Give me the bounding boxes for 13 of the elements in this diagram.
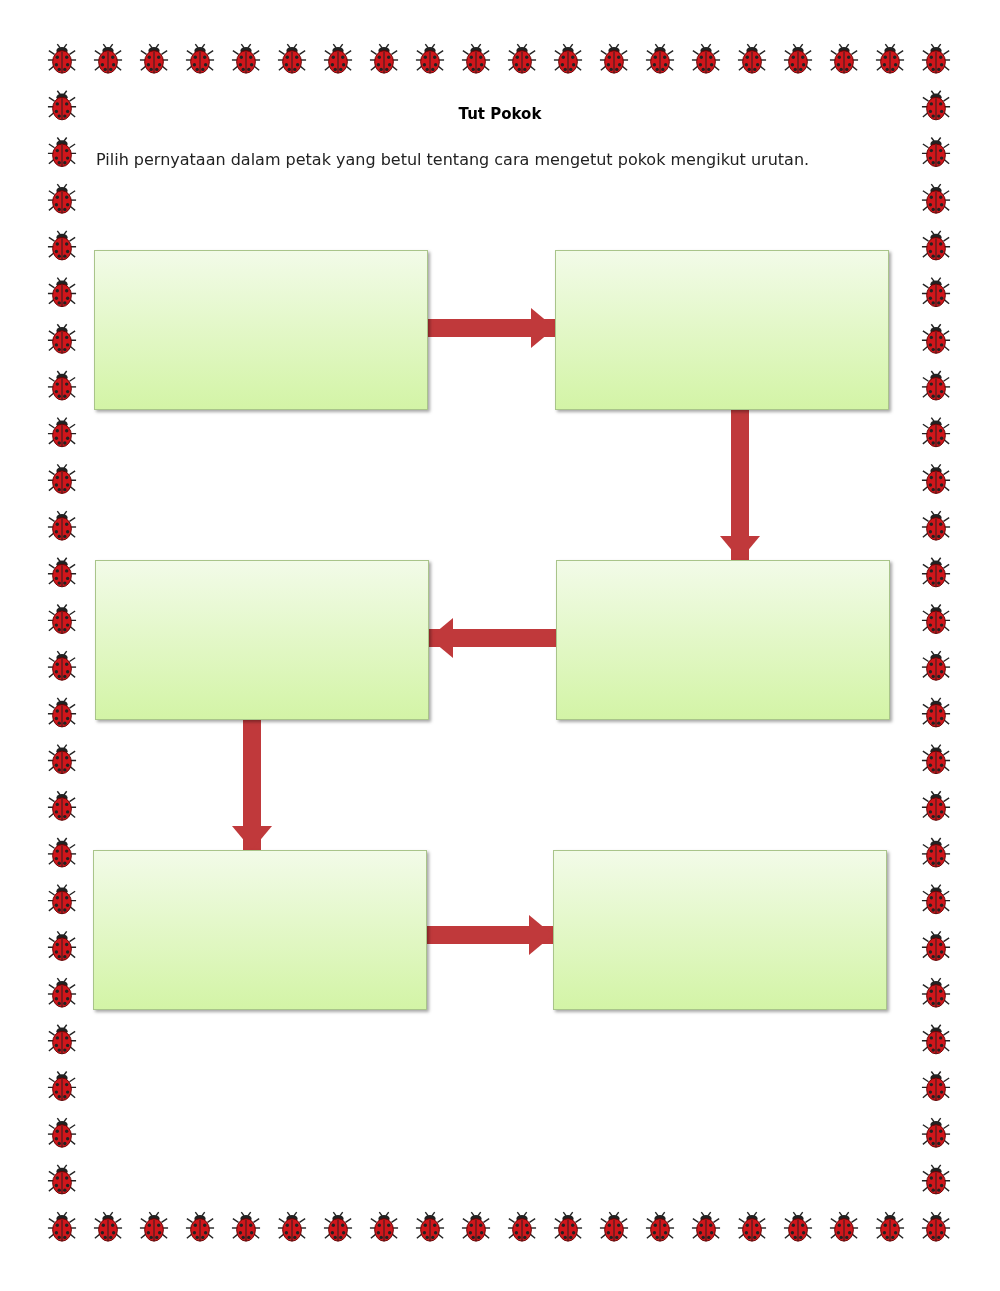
answer-box — [94, 250, 428, 410]
instruction-text: Pilih pernyataan dalam petak yang betul tentang cara mengetut pokok mengikut urutan. — [96, 150, 810, 169]
answer-box — [555, 250, 889, 410]
answer-box — [556, 560, 890, 720]
worksheet-title: Tut Pokok — [458, 105, 542, 123]
block-arrow — [429, 618, 556, 658]
block-arrow — [720, 410, 760, 560]
block-arrow — [427, 915, 553, 955]
answer-box — [93, 850, 427, 1010]
block-arrow — [232, 720, 272, 850]
answer-box — [553, 850, 887, 1010]
block-arrow — [428, 308, 555, 348]
answer-box — [95, 560, 429, 720]
